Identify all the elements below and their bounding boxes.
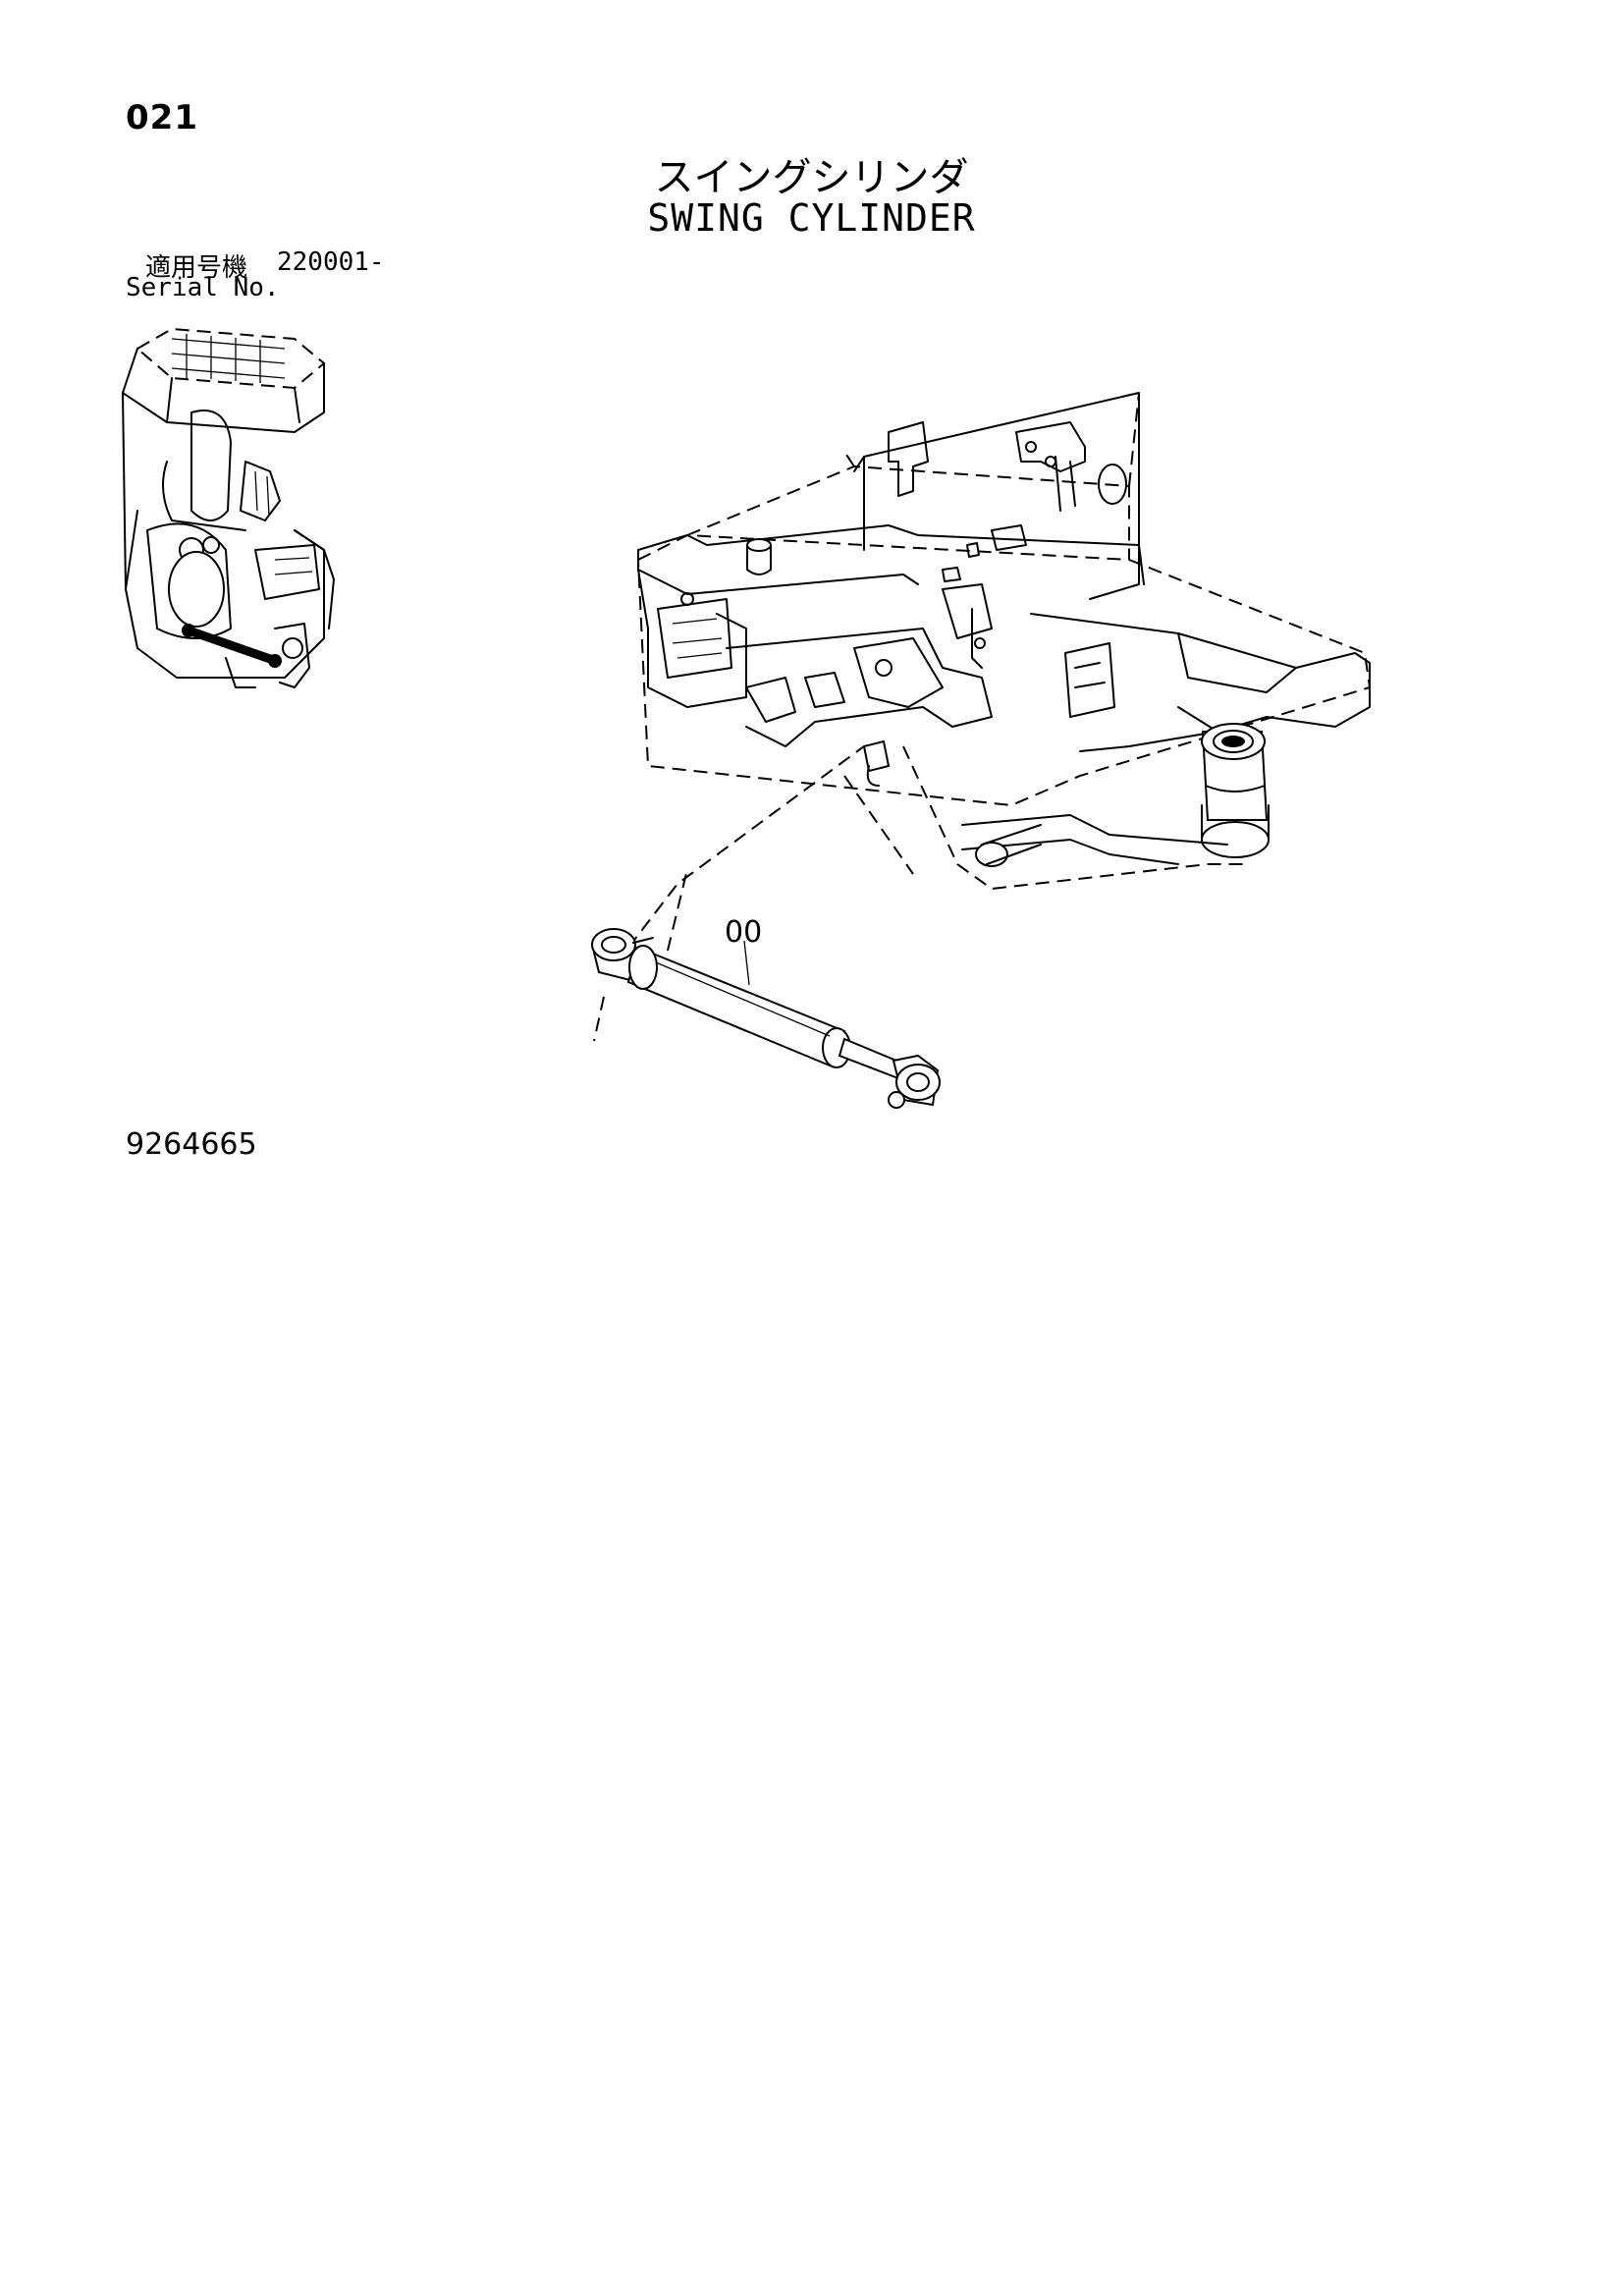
mounting-leader-lines (593, 745, 865, 1042)
title-japanese: スイングシリンダ (654, 155, 969, 200)
title-english: SWING CYLINDER (647, 196, 976, 240)
swing-cylinder-part (591, 928, 941, 1109)
serial-label-english: Serial No. (126, 273, 280, 302)
drawing-number: 9264665 (126, 1127, 257, 1162)
swing-frame-drawing (636, 392, 1372, 891)
serial-range: 220001- (277, 247, 385, 277)
part-label: 00 (725, 915, 763, 950)
machine-overview-thumbnail (122, 327, 335, 688)
serial-label-japanese: 適用号機 (145, 253, 248, 283)
page-number: 021 (126, 98, 198, 137)
